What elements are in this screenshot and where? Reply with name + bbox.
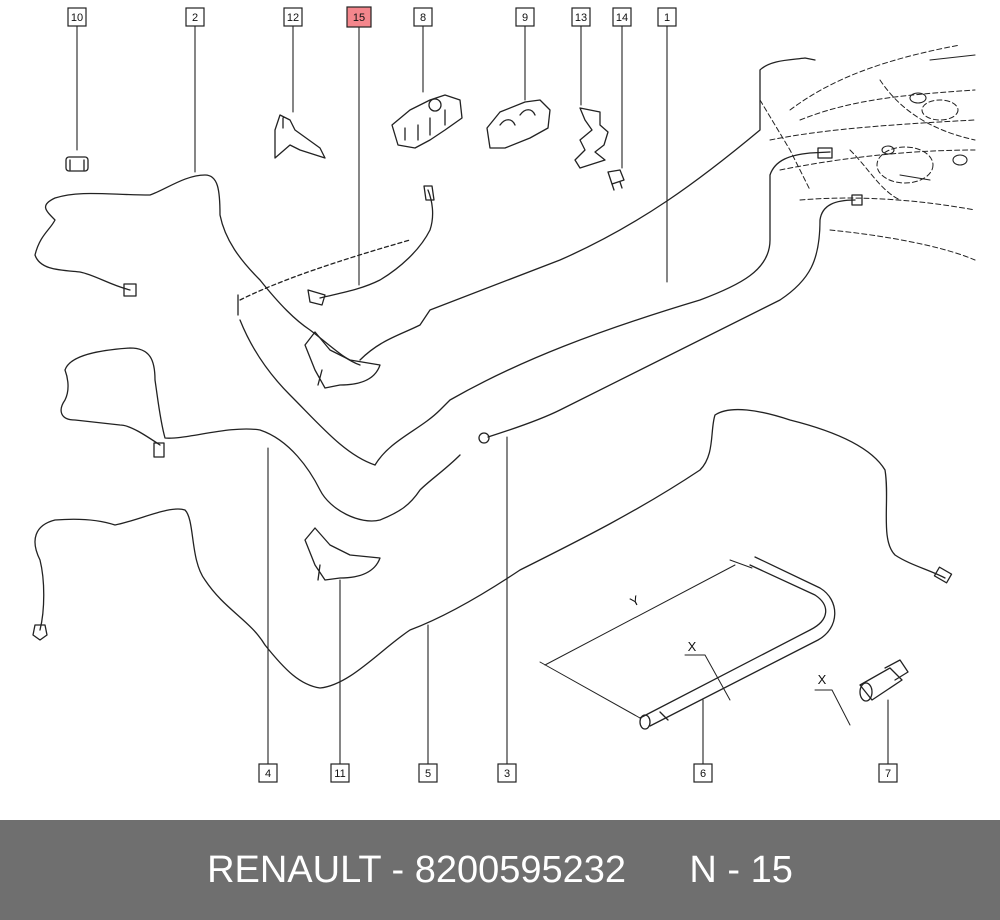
callout-box-14 xyxy=(612,7,632,27)
dimension-y xyxy=(539,559,753,719)
brake-pipe-2 xyxy=(34,174,361,366)
callout-box-15 xyxy=(346,6,372,28)
brake-pipe-connector xyxy=(239,319,376,466)
brake-pipe-5-left-end xyxy=(32,624,48,641)
callout-label-1: 1 xyxy=(664,12,670,24)
callout-label-2: 2 xyxy=(192,12,198,24)
bolt-14 xyxy=(607,169,625,191)
bracket-11 xyxy=(304,527,381,581)
pipe-2-end-fitting xyxy=(123,283,137,297)
union-7 xyxy=(859,659,909,702)
callout-box-8 xyxy=(413,7,433,27)
footer-ref: N - 15 xyxy=(689,849,793,891)
dimension-label-y: Y xyxy=(628,592,643,609)
brake-pipe-3 xyxy=(487,199,856,438)
footer-separator: - xyxy=(380,849,415,891)
brake-pipe-5 xyxy=(34,408,946,689)
pipe-3-end xyxy=(851,194,863,206)
parts-diagram: 10 2 12 15 8 9 13 14 1 4 11 5 3 6 7 Y X … xyxy=(32,6,976,783)
hose-15-fitting xyxy=(307,289,326,306)
dimension-label-x-union: X xyxy=(818,672,827,687)
hose-guide-dashed xyxy=(239,239,411,301)
callout-box-12 xyxy=(283,7,303,27)
chassis-outline xyxy=(759,44,976,261)
callout-label-4: 4 xyxy=(265,768,271,780)
brake-pipe-1 xyxy=(359,57,816,361)
callouts xyxy=(67,6,898,783)
pipe-3-fitting xyxy=(478,432,490,444)
brake-pipe-1-lower xyxy=(374,151,831,466)
leader-lines xyxy=(76,25,889,765)
callout-label-7: 7 xyxy=(885,768,891,780)
callout-label-8: 8 xyxy=(420,12,426,24)
clip-8 xyxy=(391,94,463,149)
footer-bar: RENAULT - 8200595232 N - 15 xyxy=(0,820,1000,920)
hose-15-top-fitting xyxy=(423,185,435,201)
callout-label-9: 9 xyxy=(522,12,528,24)
footer-part-number: 8200595232 xyxy=(414,849,627,891)
bracket-13 xyxy=(574,107,609,169)
chassis-solid xyxy=(881,54,976,181)
brake-pipe-4 xyxy=(60,347,461,522)
callout-label-5: 5 xyxy=(425,768,431,780)
dimension-x-pipe xyxy=(684,654,731,701)
callout-box-9 xyxy=(515,7,535,27)
callout-box-6 xyxy=(693,763,713,783)
clip-9 xyxy=(486,99,551,149)
dimension-label-x-pipe: X xyxy=(688,639,697,654)
callout-label-3: 3 xyxy=(504,768,510,780)
bracket-upper xyxy=(304,331,381,389)
callout-label-6: 6 xyxy=(700,768,706,780)
callout-label-10: 10 xyxy=(71,12,83,24)
callout-label-14: 14 xyxy=(616,12,628,24)
callout-labels: 10 2 12 15 8 9 13 14 1 4 11 5 3 6 7 xyxy=(71,12,891,780)
pipe-1-fitting xyxy=(817,147,833,159)
callout-label-11: 11 xyxy=(334,768,345,780)
callout-box-3 xyxy=(497,763,517,783)
pipe-5-right-end xyxy=(933,566,953,584)
callout-box-1 xyxy=(657,7,677,27)
pipe-4-end xyxy=(153,442,165,458)
callout-box-10 xyxy=(67,7,87,27)
bracket-12 xyxy=(274,114,326,159)
dimension-x-union xyxy=(814,689,851,726)
callout-label-12: 12 xyxy=(287,12,299,24)
flexible-hose-15 xyxy=(319,189,434,299)
callout-box-2 xyxy=(185,7,205,27)
clip-10 xyxy=(65,156,89,172)
callout-box-7 xyxy=(878,763,898,783)
callout-box-4 xyxy=(258,763,278,783)
footer-gap xyxy=(626,849,689,891)
callout-label-13: 13 xyxy=(575,12,587,24)
pipe-tube-6 xyxy=(639,556,836,730)
footer-brand: RENAULT xyxy=(207,849,381,891)
callout-label-15: 15 xyxy=(353,12,365,24)
callout-box-11 xyxy=(330,763,350,783)
callout-box-5 xyxy=(418,763,438,783)
callout-box-13 xyxy=(571,7,591,27)
footer-text: RENAULT - 8200595232 N - 15 xyxy=(0,820,1000,920)
